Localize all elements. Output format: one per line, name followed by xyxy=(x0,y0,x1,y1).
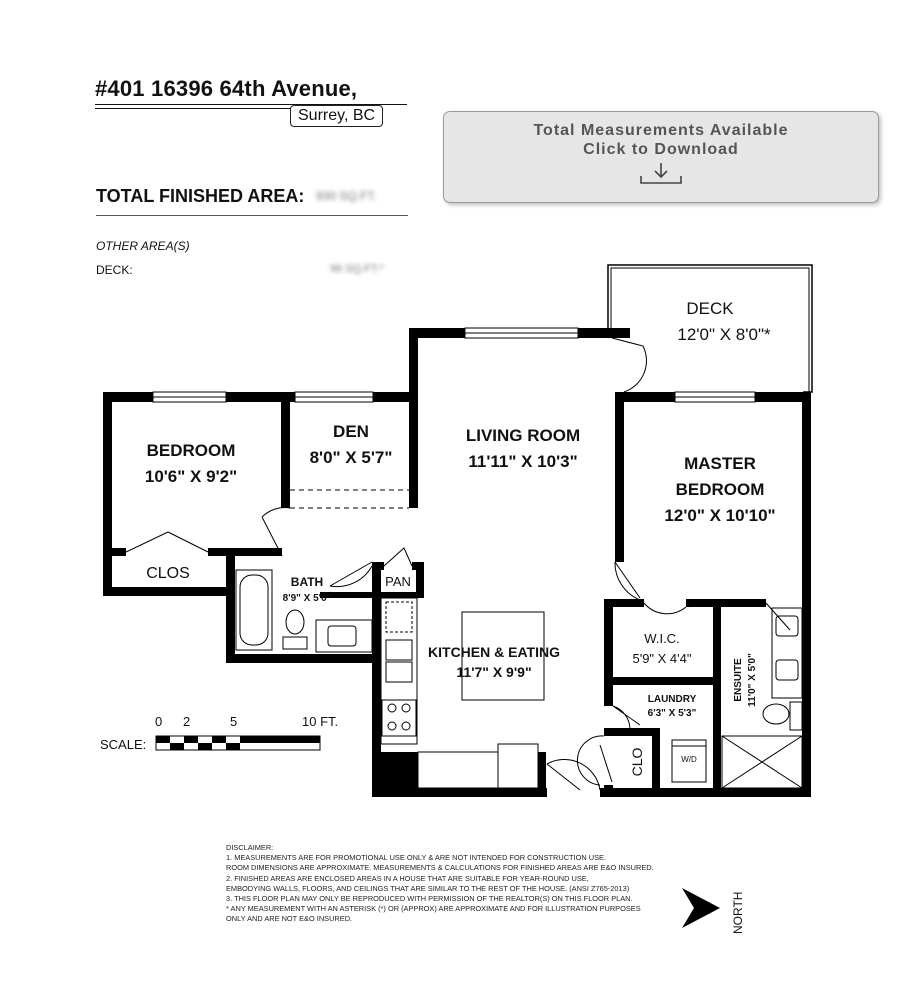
scale-label: SCALE: xyxy=(100,737,146,752)
doors xyxy=(125,337,791,791)
address-title: #401 16396 64th Avenue, xyxy=(95,76,358,101)
master-name-2: BEDROOM xyxy=(676,480,765,499)
clo-label: CLO xyxy=(629,748,645,777)
download-measurements-button[interactable]: Total Measurements Available Click to Do… xyxy=(443,111,879,203)
title-underline-2 xyxy=(95,108,291,109)
kitchen-size: 11'7" X 9'9" xyxy=(456,664,531,680)
wic-size: 5'9" X 4'4" xyxy=(632,651,691,666)
disclaimer-line: 1. MEASUREMENTS ARE FOR PROMOTIONAL USE … xyxy=(226,853,606,863)
scale-bar: SCALE: 0 2 5 10 FT. xyxy=(100,714,338,752)
disclaimer-line: * ANY MEASUREMENT WITH AN ASTERISK (*) O… xyxy=(226,904,641,914)
total-area-label: TOTAL FINISHED AREA: xyxy=(96,186,305,206)
kitchen-name: KITCHEN & EATING xyxy=(428,644,560,660)
disclaimer: DISCLAIMER: 1. MEASUREMENTS ARE FOR PROM… xyxy=(226,843,666,925)
city-label: Surrey, BC xyxy=(290,105,384,127)
fixtures xyxy=(235,569,803,789)
ensuite-size: 11'0" X 5'0" xyxy=(747,653,758,707)
room-labels: DECK 12'0" X 8'0"* BEDROOM 10'6" X 9'2" … xyxy=(145,299,776,776)
scale-tick-0: 0 xyxy=(155,714,162,729)
living-room-name: LIVING ROOM xyxy=(466,426,580,445)
deck-area-value: 96 SQ.FT.* xyxy=(330,263,384,275)
den-name: DEN xyxy=(333,422,369,441)
area-divider xyxy=(96,215,408,216)
bedroom-name: BEDROOM xyxy=(147,441,236,460)
total-area-value: 930 SQ.FT. xyxy=(316,189,377,203)
download-line-1: Total Measurements Available xyxy=(533,122,789,139)
disclaimer-line: 2. FINISHED AREAS ARE ENCLOSED AREAS IN … xyxy=(226,873,589,883)
bath-name: BATH xyxy=(291,575,323,589)
master-name-1: MASTER xyxy=(684,454,756,473)
disclaimer-line: ONLY AND ARE NOT E&O INSURED. xyxy=(226,914,353,924)
title-underline xyxy=(95,104,407,105)
living-room-size: 11'11" X 10'3" xyxy=(468,452,577,471)
closet-label: CLOS xyxy=(146,565,190,582)
deck-name: DECK xyxy=(686,299,734,318)
north-label: NORTH xyxy=(731,892,745,934)
deck-size: 12'0" X 8'0"* xyxy=(677,325,771,344)
den-size: 8'0" X 5'7" xyxy=(310,448,393,467)
washer-dryer-label: W/D xyxy=(681,755,697,764)
disclaimer-line: EMBODYING WALLS, FLOORS, AND CEILINGS TH… xyxy=(226,883,630,893)
master-size: 12'0" X 10'10" xyxy=(664,506,775,525)
download-icon xyxy=(640,163,682,184)
bedroom-size: 10'6" X 9'2" xyxy=(145,467,237,486)
pantry-label: PAN xyxy=(385,574,411,589)
ensuite-name: ENSUITE xyxy=(733,658,744,702)
scale-tick-10: 10 FT. xyxy=(302,714,338,729)
wic-name: W.I.C. xyxy=(644,631,679,646)
disclaimer-line: 3. THIS FLOOR PLAN MAY ONLY BE REPRODUCE… xyxy=(226,894,633,904)
scale-tick-5: 5 xyxy=(230,714,237,729)
deck-area-label: DECK: xyxy=(96,263,133,277)
laundry-name: LAUNDRY xyxy=(648,694,697,705)
other-areas-label: OTHER AREA(S) xyxy=(96,239,190,253)
bath-size: 8'9" X 5'0" xyxy=(283,593,332,604)
windows xyxy=(152,327,756,403)
download-line-2: Click to Download xyxy=(583,141,739,158)
north-arrow: NORTH xyxy=(682,888,745,934)
scale-tick-2: 2 xyxy=(183,714,190,729)
disclaimer-title: DISCLAIMER: xyxy=(226,843,274,852)
laundry-size: 6'3" X 5'3" xyxy=(648,708,697,719)
disclaimer-line: ROOM DIMENSIONS ARE APPROXIMATE. MEASURE… xyxy=(226,863,654,873)
